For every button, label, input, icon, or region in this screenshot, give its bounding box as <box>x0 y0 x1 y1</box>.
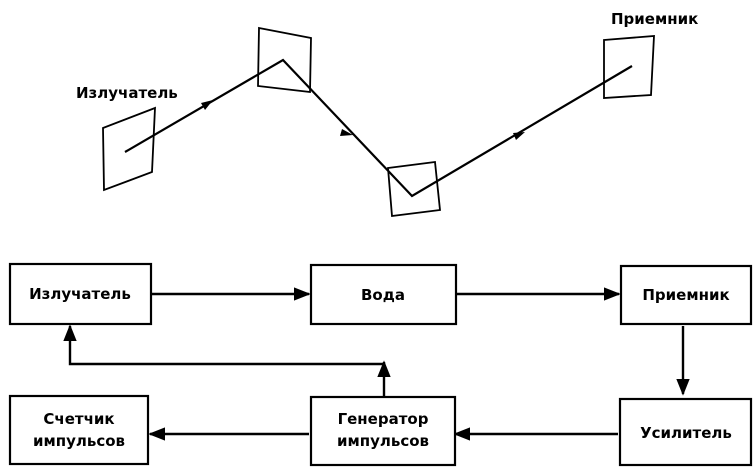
reflection-scheme: Излучатель Приемник <box>76 10 698 218</box>
block-pulse-generator-label-line2: импульсов <box>337 432 429 450</box>
block-emitter <box>8 262 153 326</box>
block-pulse-counter <box>8 394 150 466</box>
ray-path <box>124 58 633 198</box>
block-amplifier <box>618 397 753 467</box>
block-pulse-counter-label-line2: импульсов <box>33 432 125 450</box>
block-water <box>309 263 458 326</box>
scheme-emitter-label: Излучатель <box>76 84 178 102</box>
block-receiver-label: Приемник <box>642 286 729 304</box>
block-pulse-counter-label-line1: Счетчик <box>43 410 114 428</box>
ray-arrow-3 <box>513 132 525 140</box>
block-water-label: Вода <box>361 286 405 304</box>
block-amplifier-label: Усилитель <box>640 424 732 442</box>
block-diagram: Излучатель Вода Приемник Усилитель Генер… <box>8 262 753 467</box>
ray-arrow-1 <box>201 100 213 110</box>
feedback-line-to-emitter <box>63 324 384 366</box>
reflector-plate-2 <box>387 160 441 218</box>
ray-arrow-2 <box>340 129 353 136</box>
block-pulse-generator-label-line1: Генератор <box>338 410 429 428</box>
block-pulse-generator <box>309 395 457 467</box>
scheme-receiver-label: Приемник <box>611 10 698 28</box>
block-emitter-label: Излучатель <box>29 285 131 303</box>
block-receiver <box>619 264 753 326</box>
